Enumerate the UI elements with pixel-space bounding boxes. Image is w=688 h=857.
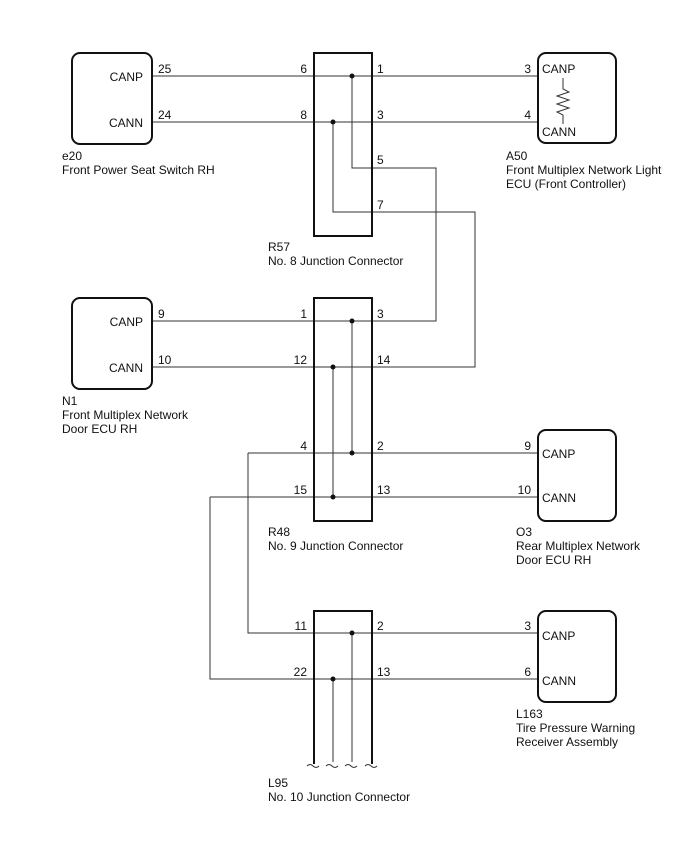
l163-name-line-1: Tire Pressure Warning [516,721,635,735]
pin-e20-cann: 24 [158,108,172,122]
e20-cann-label: CANN [109,116,143,130]
break-symbol-3 [344,764,358,768]
l163-canp-label: CANP [542,629,575,643]
wire-r48-l95-cann [209,497,538,680]
wire-r48-l95-canp [247,453,538,634]
wires [152,75,538,762]
l163-ecu-box [537,610,617,703]
pin-r57-out-cann: 3 [377,108,384,122]
n1-id: N1 [62,394,78,408]
dot-r48-canp-2 [349,450,355,456]
r57-id: R57 [268,240,290,254]
l163-cann-label: CANN [542,674,576,688]
dot-r57-canp [349,73,355,79]
pin-r48-in-cann: 12 [294,353,308,367]
a50-name-line-1: Front Multiplex Network Light [506,163,662,177]
o3-id: O3 [516,525,532,539]
pin-r48-out-canp: 3 [377,307,384,321]
pin-a50-cann: 4 [524,108,531,122]
e20-name: Front Power Seat Switch RH [62,163,215,177]
n1-name-line-1: Front Multiplex Network [62,408,189,422]
pin-r48-in-canp: 1 [300,307,307,321]
pin-r57-out-7: 7 [377,198,384,212]
o3-canp-label: CANP [542,447,575,461]
l95-connector-box [313,610,373,764]
n1-cann-label: CANN [109,361,143,375]
r48-connector-box [313,297,373,522]
pin-o3-canp: 9 [524,439,531,453]
l95-name: No. 10 Junction Connector [268,790,410,804]
resistor-symbol [555,78,571,124]
e20-canp-label: CANP [110,70,143,84]
break-symbol-1 [306,764,320,768]
pin-a50-canp: 3 [524,62,531,76]
pin-r48-in-15: 15 [294,483,308,497]
pin-r48-out-cann: 14 [377,353,391,367]
a50-name-line-2: ECU (Front Controller) [506,177,626,191]
n1-name-line-2: Door ECU RH [62,422,137,436]
n1-canp-label: CANP [110,315,143,329]
o3-name-line-1: Rear Multiplex Network [516,539,641,553]
r48-id: R48 [268,525,290,539]
o3-ecu-box [537,429,617,522]
break-symbol-2 [325,764,339,768]
pin-r57-in-cann: 8 [300,108,307,122]
a50-id: A50 [506,149,528,163]
e20-id: e20 [62,149,82,163]
signal-labels: CANP CANN CANP CANN CANP CANN CANP CANN … [109,62,576,688]
l163-id: L163 [516,707,543,721]
o3-cann-label: CANN [542,491,576,505]
junction-boxes [313,52,373,764]
pin-l95-out-cann: 13 [377,665,391,679]
pin-e20-canp: 25 [158,62,172,76]
dot-r48-cann [330,364,336,370]
r57-connector-box [313,52,373,237]
component-boxes [71,52,617,703]
dot-l95-cann [330,676,336,682]
dot-r48-cann-2 [330,494,336,500]
pin-l95-in-canp: 11 [295,619,308,633]
pin-r48-out-2: 2 [377,439,384,453]
a50-canp-label: CANP [542,62,575,76]
pin-l95-out-canp: 2 [377,619,384,633]
dot-r48-canp [349,318,355,324]
pin-numbers: 25 24 6 8 1 3 5 7 3 4 9 10 1 12 3 14 4 1… [158,62,531,679]
e20-ecu-box [71,52,153,145]
pin-o3-cann: 10 [518,483,532,497]
pin-r57-out-5: 5 [377,153,384,167]
pin-r48-in-4: 4 [300,439,307,453]
a50-termination-resistor [555,78,571,124]
pin-n1-cann: 10 [158,353,172,367]
o3-name-line-2: Door ECU RH [516,553,591,567]
pin-r48-out-13: 13 [377,483,391,497]
r57-name: No. 8 Junction Connector [268,254,403,268]
junction-dots [330,73,355,682]
n1-ecu-box [71,297,153,390]
pin-r57-in-canp: 6 [300,62,307,76]
component-captions: e20 Front Power Seat Switch RH A50 Front… [62,149,662,804]
pin-r57-out-canp: 1 [377,62,384,76]
pin-n1-canp: 9 [158,307,165,321]
dot-r57-cann [330,119,336,125]
wire-r57-bus-canp [351,76,437,322]
break-symbol-4 [364,764,378,768]
l95-break-symbols [306,764,378,768]
l95-id: L95 [268,776,288,790]
a50-ecu-box [537,52,617,144]
l163-name-line-2: Receiver Assembly [516,735,618,749]
pin-l95-in-cann: 22 [294,665,308,679]
dot-l95-canp [349,630,355,636]
r48-name: No. 9 Junction Connector [268,539,403,553]
wire-r57-bus-cann [332,122,476,368]
a50-cann-label: CANN [542,125,576,139]
pin-l163-canp: 3 [524,619,531,633]
pin-l163-cann: 6 [524,665,531,679]
